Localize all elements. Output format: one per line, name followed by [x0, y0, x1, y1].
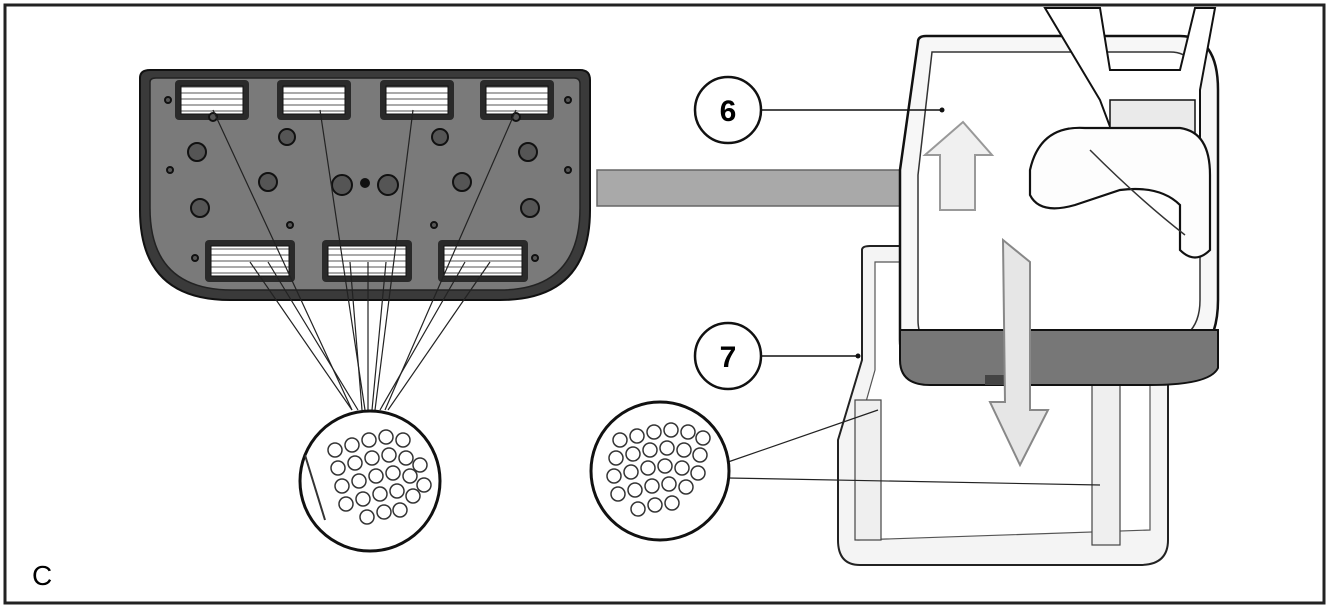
terminal-detail-zoom-right	[589, 400, 731, 542]
connector-top-4	[480, 80, 554, 120]
callout-6: 6	[693, 75, 945, 145]
connector-bottom-2	[322, 240, 412, 282]
callout-7: 7	[693, 321, 861, 391]
leader-lines-right	[727, 409, 1101, 486]
control-module	[139, 69, 591, 301]
hand-tool	[1028, 7, 1217, 259]
up-arrow	[922, 120, 995, 211]
connector-bottom-3	[438, 240, 528, 282]
terminal-detail-zoom-left	[298, 409, 442, 553]
callout-7-label: 7	[720, 341, 737, 374]
panel-label: C	[32, 560, 52, 591]
connector-bottom-1	[205, 240, 295, 282]
leader-lines-left	[212, 109, 517, 411]
down-arrow	[988, 237, 1050, 468]
mounting-holes	[164, 96, 572, 262]
connector-top-3	[380, 80, 454, 120]
connector-top-2	[277, 80, 351, 120]
callout-6-label: 6	[720, 95, 737, 128]
direction-arrow-horizontal	[596, 169, 928, 207]
